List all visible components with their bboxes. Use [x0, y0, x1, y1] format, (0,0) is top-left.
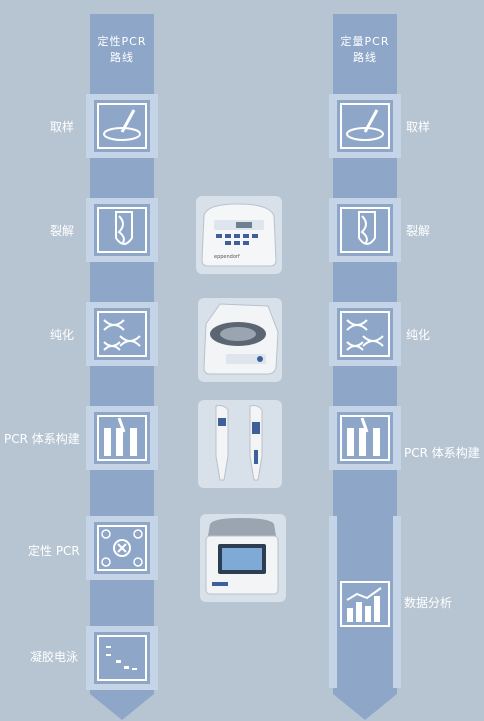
left-label-lysis: 裂解 — [50, 224, 75, 238]
right-label-data-analysis: 数据分析 — [404, 596, 453, 610]
left-route-title: 定性PCR 路线 — [97, 35, 147, 64]
pcr-tube-icon — [97, 415, 147, 461]
left-purification-step — [86, 302, 158, 366]
right-sampling-step — [329, 94, 401, 158]
right-lysis-step — [329, 198, 401, 262]
dna-purification-icon — [340, 311, 390, 357]
left-label-electrophoresis: 凝胶电泳 — [30, 650, 79, 664]
sampling-icon — [97, 103, 147, 149]
right-route-arrow — [333, 694, 397, 720]
right-label-sampling: 取样 — [406, 120, 431, 134]
lysis-icon — [97, 207, 147, 253]
realtime-pcr-instrument-image — [200, 514, 286, 602]
dna-purification-icon — [97, 311, 147, 357]
right-route-title: 定量PCR 路线 — [340, 35, 390, 64]
pipettes-image — [198, 400, 282, 488]
device-brand-label: eppendorf — [214, 254, 240, 260]
right-pcr-setup-step — [329, 406, 401, 470]
lysis-icon — [340, 207, 390, 253]
left-label-purification: 纯化 — [50, 328, 75, 342]
left-route-arrow — [90, 694, 154, 720]
left-label-qualitative-pcr: 定性 PCR — [28, 544, 80, 558]
left-electrophoresis-step — [86, 626, 158, 690]
right-label-purification: 纯化 — [406, 328, 431, 342]
left-lysis-step — [86, 198, 158, 262]
thermal-block-icon — [97, 525, 147, 571]
right-data-analysis-step — [329, 516, 401, 688]
left-label-pcr-setup: PCR 体系构建 — [4, 432, 80, 446]
thermal-cycler-image: eppendorf — [196, 196, 282, 274]
right-label-lysis: 裂解 — [406, 224, 431, 238]
pcr-tube-icon — [340, 415, 390, 461]
sampling-icon — [340, 103, 390, 149]
right-purification-step — [329, 302, 401, 366]
left-label-sampling: 取样 — [50, 120, 75, 134]
left-pcr-setup-step — [86, 406, 158, 470]
right-label-pcr-setup: PCR 体系构建 — [404, 446, 480, 460]
centrifuge-image — [198, 298, 282, 382]
left-qualitative-pcr-step — [86, 516, 158, 580]
bar-chart-icon — [340, 581, 390, 627]
gel-electrophoresis-icon — [97, 635, 147, 681]
left-sampling-step — [86, 94, 158, 158]
